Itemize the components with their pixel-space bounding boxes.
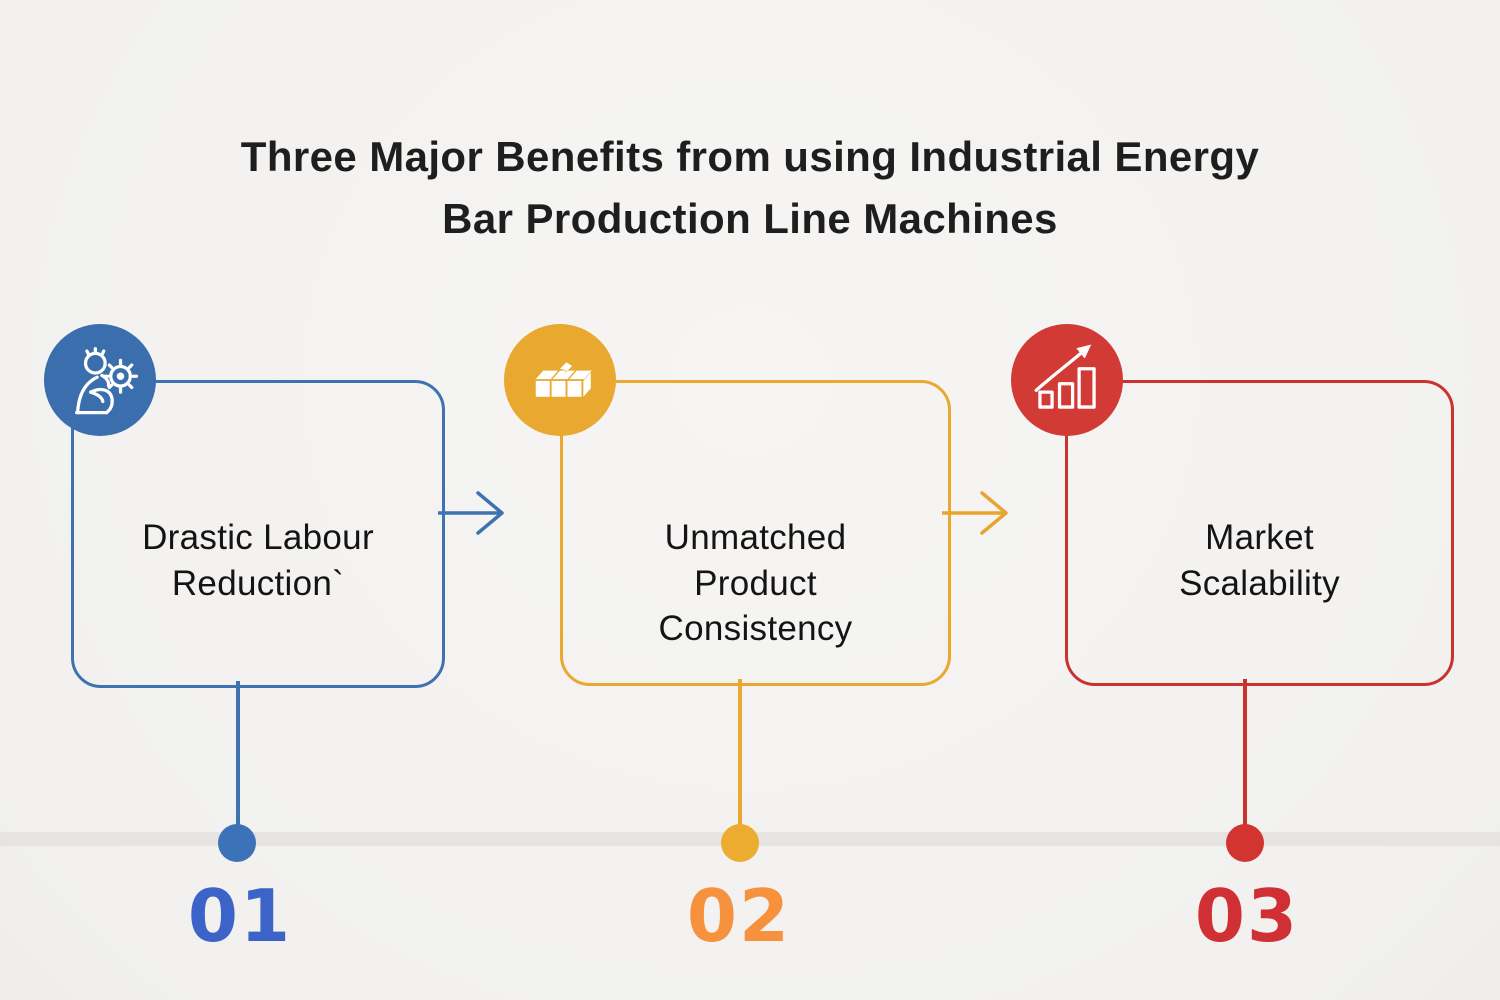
benefit-2-number: 02: [686, 874, 792, 958]
benefit-2-dot: [721, 824, 759, 862]
page-title: Three Major Benefits from using Industri…: [0, 126, 1500, 250]
product-bars-icon: [535, 362, 592, 397]
benefit-3-number: 03: [1194, 874, 1300, 958]
benefit-1-connector: [236, 681, 240, 843]
benefit-3-label: Market Scalability: [1179, 518, 1340, 603]
growth-chart-icon: [1034, 344, 1096, 409]
benefit-3-card: Market Scalability: [1065, 380, 1454, 686]
benefit-1-badge: [44, 324, 156, 436]
page-title-line-2: Bar Production Line Machines: [442, 195, 1058, 242]
benefit-2-label: Unmatched Product Consistency: [658, 518, 853, 648]
arrow-right-icon: [438, 491, 504, 535]
worker-with-gears-icon: [75, 347, 139, 415]
benefit-2-connector: [738, 679, 742, 843]
benefit-2-badge: [504, 324, 616, 436]
benefit-1-card: Drastic Labour Reduction`: [71, 380, 445, 688]
benefit-3-connector: [1243, 679, 1247, 843]
benefit-3-dot: [1226, 824, 1264, 862]
benefit-1-dot: [218, 824, 256, 862]
benefit-1-label: Drastic Labour Reduction`: [142, 518, 374, 603]
benefit-3-badge: [1011, 324, 1123, 436]
page-title-line-1: Three Major Benefits from using Industri…: [240, 133, 1260, 180]
benefit-1-number: 01: [187, 874, 293, 958]
benefit-2-card: Unmatched Product Consistency: [560, 380, 951, 686]
arrow-right-icon: [942, 491, 1008, 535]
